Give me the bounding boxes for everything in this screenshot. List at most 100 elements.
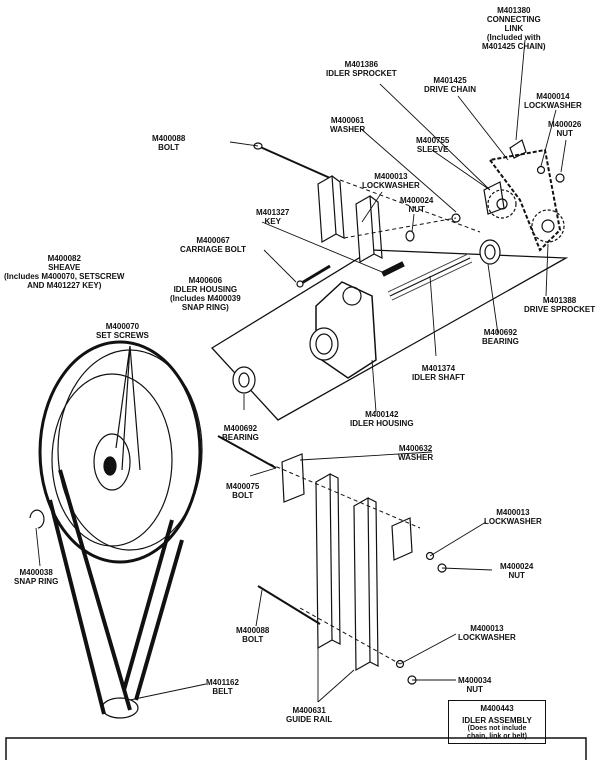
part-number: M400632 bbox=[398, 444, 433, 453]
assembly-name: IDLER ASSEMBLY bbox=[462, 716, 532, 725]
part-number: M400024 bbox=[500, 562, 534, 571]
bottom-bolt bbox=[258, 586, 320, 624]
part-number: M400075 bbox=[226, 482, 260, 491]
lockwasher-bottom-label: M400013 LOCKWASHER bbox=[458, 624, 516, 642]
part-number: M401162 bbox=[206, 678, 239, 687]
part-number: M400631 bbox=[292, 706, 326, 715]
idler-assembly-box: M400443 IDLER ASSEMBLY (Does not include… bbox=[448, 700, 546, 744]
part-note: (Includes M400070, SETSCREW bbox=[4, 272, 125, 281]
carriage-bolt bbox=[297, 266, 330, 287]
part-name: LOCKWASHER bbox=[458, 633, 516, 642]
guide-rails bbox=[316, 474, 412, 670]
idler-housing-kit-label: M400606 IDLER HOUSING (Includes M400039 … bbox=[170, 276, 241, 312]
idler-sprocket bbox=[488, 190, 516, 218]
idler-shaft-label: M401374 IDLER SHAFT bbox=[412, 364, 465, 382]
lockwasher-top-label: M400014 LOCKWASHER bbox=[524, 92, 582, 110]
part-name: DRIVE SPROCKET bbox=[524, 305, 596, 314]
part-note: M401425 CHAIN) bbox=[482, 42, 546, 51]
bearing-left-label: M400692 BEARING bbox=[222, 424, 259, 442]
key-part bbox=[382, 262, 404, 276]
part-number: M401386 bbox=[344, 60, 379, 69]
belt-pulley-bottom bbox=[102, 698, 138, 718]
snap-ring bbox=[30, 510, 44, 528]
part-number: M401388 bbox=[542, 296, 577, 305]
part-number: M400070 bbox=[105, 322, 140, 331]
part-number: M400014 bbox=[536, 92, 570, 101]
part-name: WASHER bbox=[330, 125, 366, 134]
part-number: M400024 bbox=[400, 196, 434, 205]
lower-lockwasher bbox=[427, 553, 434, 560]
frame-bracket bbox=[6, 738, 586, 760]
part-number: M400606 bbox=[188, 276, 223, 285]
part-name: BEARING bbox=[482, 337, 519, 346]
part-name: LOCKWASHER bbox=[484, 517, 542, 526]
part-name: DRIVE CHAIN bbox=[424, 85, 477, 94]
set-screws-label: M400070 SET SCREWS bbox=[96, 322, 149, 340]
lockwasher-lower-label: M400013 LOCKWASHER bbox=[484, 508, 542, 526]
part-name: SHEAVE bbox=[48, 263, 81, 272]
leader-lines bbox=[36, 40, 566, 702]
part-name: WASHER bbox=[398, 453, 434, 462]
sheave-wheel bbox=[40, 342, 202, 562]
bolt-top-label: M400088 BOLT bbox=[152, 134, 185, 152]
drive-chain bbox=[490, 150, 560, 250]
lower-washer-plate bbox=[282, 454, 304, 502]
part-name: CONNECTING bbox=[486, 15, 541, 24]
part-name: BOLT bbox=[232, 491, 254, 500]
part-number: M400692 bbox=[223, 424, 258, 433]
part-number: M400088 bbox=[236, 626, 270, 635]
snap-ring-label: M400038 SNAP RING bbox=[14, 568, 58, 586]
assembly-dash-lines bbox=[270, 180, 480, 664]
connecting-link bbox=[510, 140, 526, 158]
part-number: M400061 bbox=[330, 116, 365, 125]
part-note: (Included with bbox=[486, 33, 541, 42]
part-note: AND M401227 KEY) bbox=[27, 281, 102, 290]
part-name: BEARING bbox=[222, 433, 259, 442]
washer-top-label: M400061 WASHER bbox=[330, 116, 365, 134]
bearing-right bbox=[480, 240, 500, 264]
part-number: M401374 bbox=[421, 364, 456, 373]
nut-bottom-label: M400034 NUT bbox=[458, 676, 491, 694]
part-name: IDLER SHAFT bbox=[412, 373, 465, 382]
idler-sprocket-label: M401386 IDLER SPROCKET bbox=[326, 60, 397, 78]
part-name: NUT bbox=[466, 685, 483, 694]
part-name: SET SCREWS bbox=[96, 331, 149, 340]
part-name: IDLER HOUSING bbox=[350, 419, 414, 428]
part-number: M400026 bbox=[548, 120, 582, 129]
part-number: M400088 bbox=[152, 134, 186, 143]
part-name: NUT bbox=[556, 129, 573, 138]
part-number: M400692 bbox=[483, 328, 518, 337]
part-number: M400013 bbox=[470, 624, 504, 633]
bearing-left bbox=[233, 367, 255, 393]
part-name: LOCKWASHER bbox=[524, 101, 582, 110]
part-name: IDLER HOUSING bbox=[173, 285, 238, 294]
nut-top-label: M400026 NUT bbox=[548, 120, 581, 138]
bottom-lockwasher bbox=[397, 661, 404, 668]
top-nut bbox=[556, 174, 564, 182]
washer-lower-label: M400632 WASHER bbox=[398, 444, 433, 462]
part-number: M401425 bbox=[433, 76, 467, 85]
part-number: M400013 bbox=[496, 508, 530, 517]
assembly-note: chain, link or belt) bbox=[467, 733, 527, 740]
part-number: M401327 bbox=[256, 208, 290, 217]
part-name: KEY bbox=[264, 217, 281, 226]
part-number: M400082 bbox=[47, 254, 81, 263]
drive-chain-label: M401425 DRIVE CHAIN bbox=[424, 76, 476, 94]
part-name: SLEEVE bbox=[416, 145, 449, 154]
upper-bracket bbox=[318, 176, 382, 262]
part-name: BELT bbox=[212, 687, 233, 696]
assembly-part-number: M400443 bbox=[480, 704, 514, 713]
set-screw-leaders bbox=[116, 346, 140, 470]
idler-housing bbox=[310, 282, 376, 378]
part-number: M400034 bbox=[458, 676, 492, 685]
part-note: SNAP RING) bbox=[181, 303, 229, 312]
part-number: M400038 bbox=[19, 568, 53, 577]
belt bbox=[50, 470, 182, 714]
part-name: NUT bbox=[408, 205, 425, 214]
part-name: NUT bbox=[508, 571, 525, 580]
sheave-label: M400082 SHEAVE (Includes M400070, SETSCR… bbox=[4, 254, 124, 290]
part-name: LOCKWASHER bbox=[362, 181, 420, 190]
lockwasher-mid-label: M400013 LOCKWASHER bbox=[362, 172, 420, 190]
assembly-plane bbox=[212, 250, 566, 420]
part-name: SNAP RING bbox=[14, 577, 59, 586]
